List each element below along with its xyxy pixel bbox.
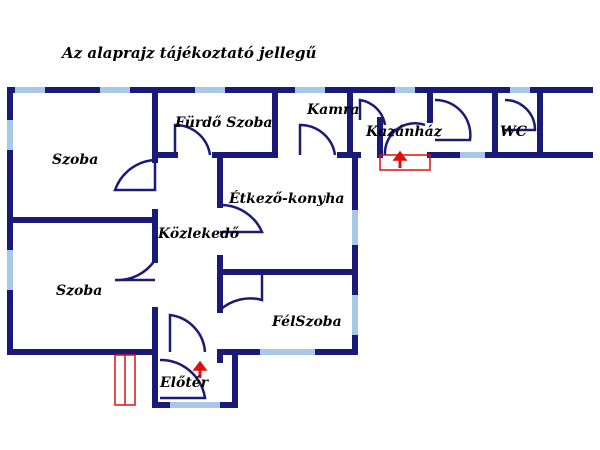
door-kamra	[298, 123, 337, 156]
entrance-markers	[114, 150, 431, 406]
room-label-eloter: Előtér	[159, 375, 210, 391]
kazan-step-marker	[379, 154, 431, 171]
door-wc	[504, 98, 537, 132]
room-label-szoba-bottom: Szoba	[56, 283, 102, 299]
door-kazan-top	[358, 98, 387, 126]
door-room-top	[113, 158, 157, 192]
door-entry	[159, 358, 207, 400]
doors	[113, 98, 537, 400]
room-label-etkezo: Étkező-konyha	[228, 189, 344, 207]
door-halfroom	[219, 272, 264, 311]
door-room-bottom	[114, 259, 157, 282]
room-label-kozlekedo: Közlekedő	[157, 226, 240, 242]
kazan-arrow-head	[392, 150, 408, 161]
room-label-furdo: Fürdő Szoba	[174, 115, 273, 131]
room-label-kamra: Kamra	[306, 102, 360, 118]
door-eloter-inner	[168, 313, 207, 353]
room-label-wc: WC	[500, 124, 527, 140]
door-kazan	[383, 122, 426, 156]
room-label-szoba-top: Szoba	[52, 152, 98, 168]
room-label-felszoba: FélSzoba	[271, 314, 342, 330]
walls	[7, 87, 593, 408]
door-bath	[173, 123, 212, 156]
entry-arrow-head	[192, 360, 208, 371]
room-label-kazanhaz: Kazánház	[365, 124, 443, 140]
door-service	[434, 98, 472, 142]
windows	[7, 87, 530, 408]
plan-title: Az alaprajz tájékoztató jellegű	[62, 44, 317, 62]
door-kitchen	[219, 203, 264, 234]
